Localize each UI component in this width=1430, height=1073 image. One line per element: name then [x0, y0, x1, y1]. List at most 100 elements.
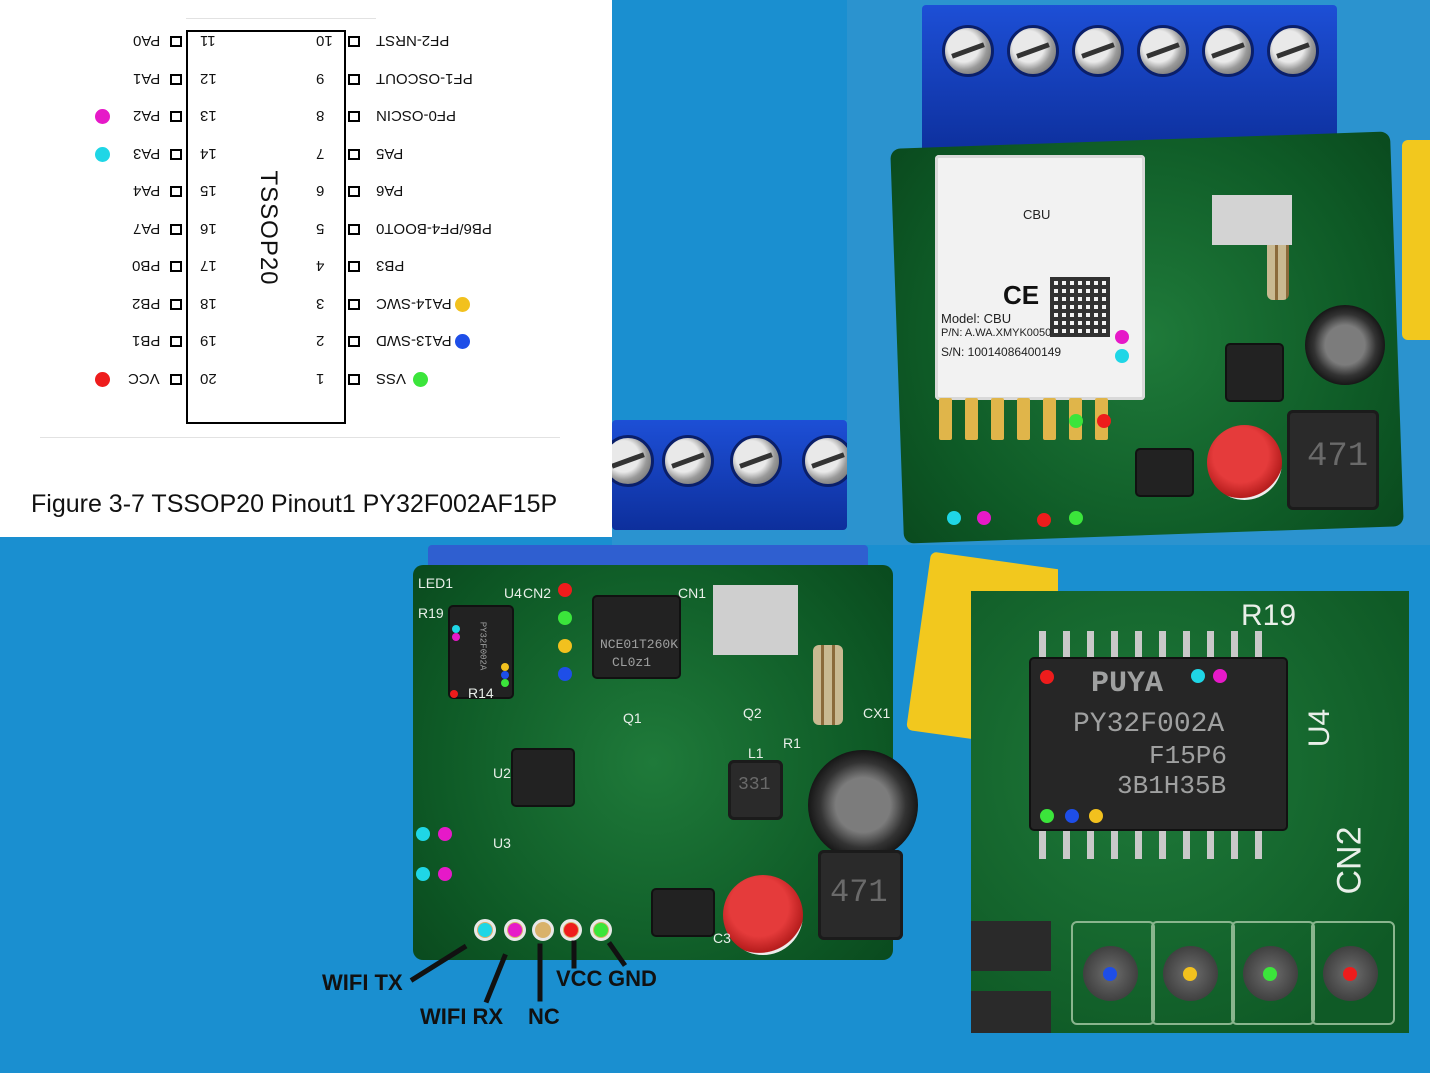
pin-stub — [348, 111, 360, 122]
chip-leg — [1159, 631, 1166, 661]
pin-name: PB6/PF4-BOOT0 — [376, 219, 492, 237]
pin-number: 8 — [316, 107, 325, 124]
pin-name: PF0-OSCIN — [376, 107, 457, 124]
small-inductor — [1227, 345, 1282, 400]
marker-red — [1037, 513, 1051, 527]
qr-code — [1050, 277, 1110, 337]
mosfet: NCE01T260K CL0z1 — [594, 597, 679, 677]
pin-stub — [348, 223, 360, 235]
marker-magenta — [508, 923, 522, 937]
header-pin-nc — [532, 919, 554, 941]
chip-leg — [1087, 631, 1094, 661]
marker-red — [558, 583, 572, 597]
pin-stub — [348, 36, 360, 47]
pin-row: 5 PB6/PF4-BOOT0 — [0, 216, 612, 244]
pin-stub — [170, 36, 182, 47]
power-inductor: 471 — [1287, 410, 1379, 510]
silk-u2: U2 — [493, 765, 511, 781]
pin-number: 7 — [316, 144, 325, 162]
silk-u4: U4 — [504, 585, 522, 601]
mcu-chip-small-text: PY32F002A — [477, 621, 488, 671]
marker-green — [501, 679, 509, 687]
pad-frame — [1151, 921, 1235, 1025]
screw-terminal — [922, 5, 1337, 155]
pin-name: PF2-NRST — [376, 32, 450, 49]
main-pcb-photo: PY32F002A NCE01T260K CL0z1 331 471 U4 CN… — [408, 545, 1058, 965]
mosfet-text-2: CL0z1 — [612, 655, 652, 670]
chip-leg — [1135, 631, 1142, 661]
mcu-suffix: F15P6 — [1149, 741, 1228, 771]
pin-name: PB3 — [376, 257, 405, 274]
marker-magenta — [438, 827, 452, 841]
resistor — [1267, 240, 1289, 300]
small-inductor: 331 — [728, 760, 783, 820]
inductor-label: 471 — [1307, 438, 1369, 476]
chip-leg — [1231, 631, 1238, 661]
silk-r14: R14 — [468, 685, 494, 701]
pin-name: PA13-SWD — [376, 332, 452, 349]
chip-leg — [1039, 829, 1046, 859]
marker-red — [564, 923, 578, 937]
electrolytic-capacitor-black — [1305, 305, 1385, 385]
marker-green — [1040, 809, 1054, 823]
chip-leg — [1255, 631, 1262, 661]
inductor-label: 471 — [830, 874, 888, 911]
pin-stub — [170, 336, 182, 347]
marker-cyan — [452, 625, 460, 633]
mcu-zoom-photo: R19 U4 CN2 PUYA PY32F002A F15P6 3B1H35B — [971, 591, 1409, 1033]
pin-number: 1 — [316, 369, 325, 387]
terminal-screw — [1007, 25, 1059, 77]
pad-frame — [1311, 921, 1395, 1025]
pad-frame — [1071, 921, 1155, 1025]
callout-line-nc — [537, 943, 543, 1002]
push-button — [653, 890, 713, 935]
silk-cn2-zoom: CN2 — [1330, 826, 1369, 895]
pin-number: 5 — [316, 219, 325, 237]
module-pad — [1043, 398, 1056, 440]
chip-leg — [1111, 829, 1118, 859]
pin-number: 10 — [316, 32, 333, 49]
chip-outline — [186, 30, 346, 424]
bottom-rule — [40, 437, 560, 438]
resistor — [813, 645, 843, 725]
mosfet-pad — [713, 585, 798, 655]
pin-stub — [348, 298, 360, 310]
pin-stub — [348, 73, 360, 85]
marker-cyan — [416, 827, 430, 841]
marker-cyan — [478, 923, 492, 937]
marker-red — [1343, 967, 1357, 981]
chip-leg — [1207, 829, 1214, 859]
module-board-photo: CBU CE Model: CBU P/N: A.WA.XMYK0050 S/N… — [847, 0, 1430, 545]
pin-stub — [170, 148, 182, 160]
pin-color-dot — [95, 146, 110, 162]
callout-wifi-tx: WIFI TX — [322, 970, 403, 995]
pin-stub — [170, 298, 182, 310]
pin-number: 6 — [316, 182, 325, 199]
mcu-part: PY32F002A — [1073, 709, 1225, 740]
pin-number: 4 — [316, 257, 325, 274]
ce-mark: CE — [1003, 280, 1040, 310]
silk-cn1: CN1 — [678, 585, 707, 601]
silk-q1: Q1 — [623, 710, 642, 726]
pin-number: 9 — [316, 69, 325, 87]
pin-name: PA6 — [376, 182, 404, 199]
marker-blue — [558, 667, 572, 681]
pin-row: 6 PA6 — [0, 178, 612, 206]
smd-resistor — [971, 921, 1051, 971]
marker-green — [1069, 414, 1083, 428]
electrolytic-capacitor-red — [1207, 425, 1282, 500]
terminal-screw — [612, 435, 654, 487]
module-pad — [991, 398, 1004, 440]
pin-row: 8 PF0-OSCIN — [0, 103, 612, 131]
silk-cn2: CN2 — [523, 585, 552, 601]
marker-green — [558, 611, 572, 625]
marker-blue — [1103, 967, 1117, 981]
pin-stub — [348, 186, 360, 197]
chip-leg — [1039, 631, 1046, 661]
